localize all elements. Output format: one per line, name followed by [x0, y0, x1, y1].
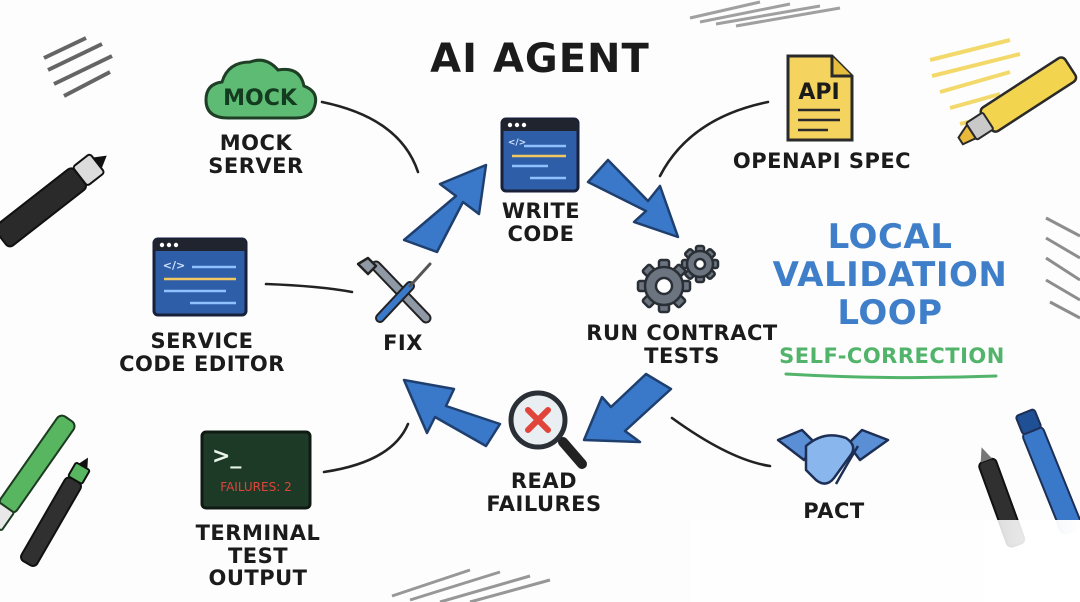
scribble-right: [1045, 216, 1080, 320]
arrow-write-to-run: [586, 158, 680, 239]
openapi-spec-label: OPENAPI SPEC: [732, 149, 912, 173]
write-code-label: WRITE CODE: [501, 199, 581, 246]
yellow-highlighter: [957, 56, 1078, 146]
service-code-editor-label: SERVICE CODE EDITOR: [119, 329, 285, 376]
bottom-fade: [560, 520, 1080, 602]
page-title: AI AGENT: [430, 36, 650, 82]
connector-editor-fix: [264, 282, 354, 294]
self-correction-subtitle: SELF-CORRECTION: [779, 344, 1005, 368]
magnifier-error-icon: [508, 390, 587, 469]
api-doc-icon: [786, 54, 854, 142]
editor-code-symbol: </>: [162, 259, 186, 272]
pact-label: PACT: [803, 500, 865, 520]
mock-server-label: MOCK SERVER: [208, 131, 304, 178]
code-editor-window-icon: [152, 237, 248, 317]
terminal-prompt: >_: [212, 444, 242, 469]
terminal-test-output-label: TERMINAL TEST OUTPUT: [195, 521, 321, 591]
cloud-icon: [204, 58, 318, 120]
connector-terminal-read: [322, 422, 410, 474]
cloud-icon-label: MOCK: [223, 86, 297, 111]
connector-api-run: [658, 100, 770, 178]
green-pens-left: [0, 414, 91, 567]
scribble-top-left: [43, 36, 113, 98]
terminal-failures-text: FAILURES: 2: [220, 480, 292, 494]
gears-icon: [636, 244, 720, 314]
read-failures-label: READ FAILURES: [486, 469, 602, 516]
write-code-window-icon: [500, 117, 580, 193]
connector-pact-run: [670, 416, 772, 468]
api-doc-label: API: [798, 80, 840, 105]
run-contract-tests-label: RUN CONTRACT TESTS: [586, 321, 778, 368]
black-marker-left: [0, 153, 107, 248]
self-correction-underline: [784, 372, 998, 380]
scribble-top-right: [689, 0, 841, 28]
wrench-screwdriver-icon: [356, 256, 432, 324]
scribble-bottom: [391, 568, 551, 602]
arrow-read-to-fix: [402, 378, 502, 448]
arrow-run-to-read: [582, 372, 673, 444]
terminal-icon: [200, 430, 312, 510]
connector-lines: [264, 100, 772, 474]
loop-arrows: [402, 158, 680, 448]
validation-loop-headline: LOCAL VALIDATION LOOP: [772, 217, 1008, 334]
write-code-symbol: </>: [507, 138, 527, 148]
connector-mock-fix: [320, 100, 420, 174]
handshake-icon: [776, 428, 890, 485]
fix-label: FIX: [383, 331, 423, 355]
arrow-fix-to-write: [402, 163, 488, 254]
